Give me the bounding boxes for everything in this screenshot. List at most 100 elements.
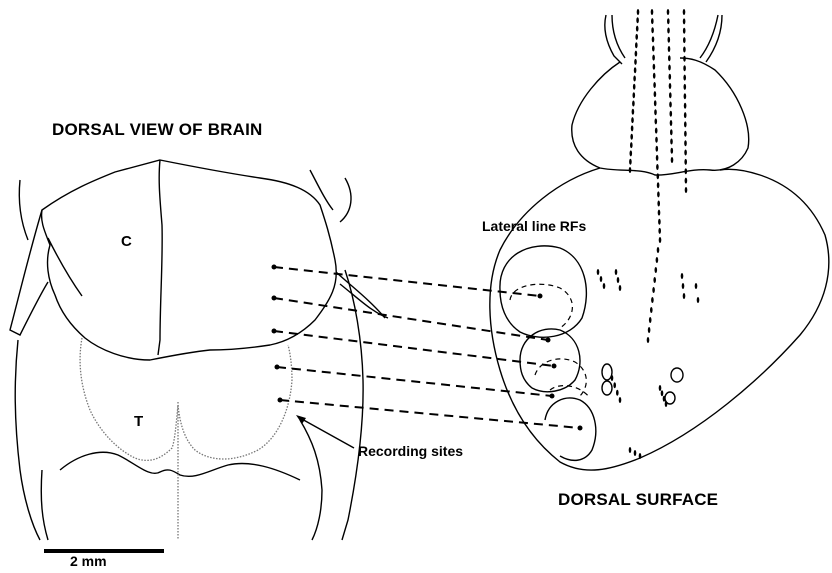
canal-dot (685, 168, 688, 174)
canal-dot (671, 157, 674, 163)
canal-dot (655, 128, 658, 134)
canal-dot (656, 164, 659, 170)
canal-dot (630, 134, 633, 140)
canal-dot (683, 28, 686, 34)
canal-dot (653, 277, 656, 283)
canal-dot (619, 397, 622, 403)
left-title: DORSAL VIEW OF BRAIN (52, 120, 263, 140)
canal-dot (684, 93, 687, 99)
canal-dot (652, 46, 655, 52)
canal-dot (634, 67, 637, 73)
canal-dot (658, 210, 661, 216)
canal-dot (647, 337, 650, 343)
canal-dot (671, 148, 674, 154)
canal-dot (656, 257, 659, 263)
canal-dot (657, 247, 660, 253)
canal-dot (669, 92, 672, 98)
canal-dot (619, 285, 622, 291)
canal-dot (634, 450, 637, 456)
canal-dot (683, 47, 686, 53)
lateral-line-label: Lateral line RFs (482, 218, 586, 234)
canal-dot (669, 74, 672, 80)
canal-dot (603, 283, 606, 289)
canal-dot (655, 137, 658, 143)
canal-dot (685, 187, 688, 193)
recording-sites-arrow (296, 415, 354, 448)
canal-dot (637, 9, 640, 15)
canal-dot (684, 150, 687, 156)
label-tectum: T (134, 413, 143, 430)
canal-dot (658, 219, 661, 225)
canal-dot (667, 28, 670, 34)
canal-dot (657, 173, 660, 179)
projection-lines (272, 265, 581, 429)
canal-dot (654, 91, 657, 97)
canal-dot (684, 131, 687, 137)
canal-dot (667, 9, 670, 15)
canal-dot (668, 37, 671, 43)
canal-dot (632, 101, 635, 107)
canal-dot (670, 120, 673, 126)
canal-dot (657, 182, 660, 188)
canal-dot (633, 92, 636, 98)
canal-dot (683, 293, 686, 299)
canal-dot (635, 34, 638, 40)
canal-dot (597, 269, 600, 275)
canal-dot (658, 228, 661, 234)
canal-dot (651, 297, 654, 303)
canal-dot (670, 129, 673, 135)
canal-dot (629, 159, 632, 165)
canal-dot (651, 9, 654, 15)
canal-dot (600, 276, 603, 282)
canal-dot (636, 17, 639, 23)
canal-dot (651, 27, 654, 33)
canal-dot (684, 159, 687, 165)
canal-dot (617, 277, 620, 283)
canal-dot (630, 150, 633, 156)
canal-dot (669, 102, 672, 108)
canal-dot (684, 121, 687, 127)
canal-dot (648, 327, 651, 333)
canal-dot (670, 111, 673, 117)
canal-dot (630, 142, 633, 148)
canal-dot (668, 46, 671, 52)
canal-dot (659, 385, 662, 391)
label-cerebellum: C (121, 233, 132, 250)
scale-label: 2 mm (70, 553, 107, 569)
canal-dot (652, 287, 655, 293)
canal-dot (684, 84, 687, 90)
tectum-outline (80, 338, 292, 540)
canal-dot (669, 83, 672, 89)
canal-dot (685, 178, 688, 184)
right-title: DORSAL SURFACE (558, 490, 718, 510)
canal-dot (657, 201, 660, 207)
canal-dot (657, 191, 660, 197)
canal-dot (695, 283, 698, 289)
canal-dot (636, 26, 639, 32)
canal-dot (635, 51, 638, 57)
canal-dot (631, 117, 634, 123)
canal-dot (655, 267, 658, 273)
canal-dot (649, 317, 652, 323)
brain-outline (10, 160, 388, 540)
canal-dot (659, 237, 662, 243)
canal-dot (653, 82, 656, 88)
canal-dot (650, 307, 653, 313)
canal-dot (629, 167, 632, 173)
canal-dot (632, 109, 635, 115)
canal-dot (670, 139, 673, 145)
canal-dot (613, 382, 616, 388)
canal-dot (681, 273, 684, 279)
canal-dot (634, 59, 637, 65)
canal-dot (653, 73, 656, 79)
canal-dot (652, 36, 655, 42)
canal-dot (683, 9, 686, 15)
canal-dot (667, 18, 670, 24)
canal-dot (635, 42, 638, 48)
canal-dot (633, 76, 636, 82)
canal-dot (655, 118, 658, 124)
canal-dot (633, 84, 636, 90)
canal-dot (616, 390, 619, 396)
canal-dot (629, 447, 632, 453)
